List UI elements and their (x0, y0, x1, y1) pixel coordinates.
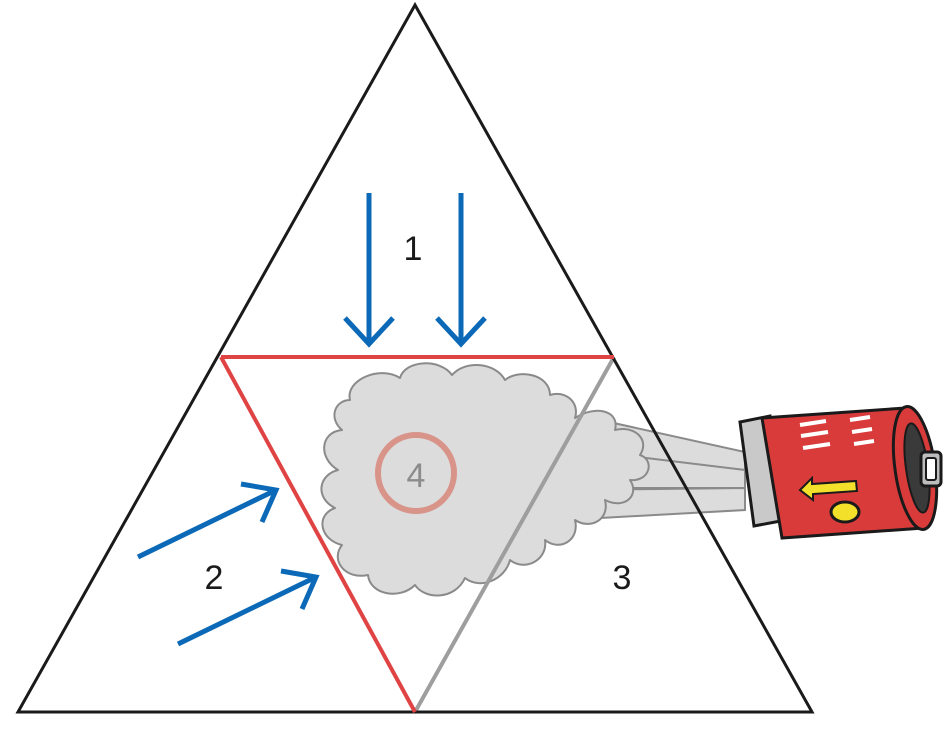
region-label-1: 1 (404, 230, 423, 268)
red-barrier (219, 355, 614, 713)
arrow-up-right-icon (136, 481, 320, 647)
inner-divider-grey (413, 356, 616, 713)
arrow-down-icon (343, 193, 487, 348)
region-4-marker: 4 (375, 432, 457, 514)
smoke-cloud-icon (320, 362, 650, 597)
region-label-2: 2 (205, 559, 224, 597)
region-label-3: 3 (613, 559, 632, 597)
region-label-4: 4 (407, 457, 426, 495)
fire-extinguisher-icon (738, 405, 943, 540)
